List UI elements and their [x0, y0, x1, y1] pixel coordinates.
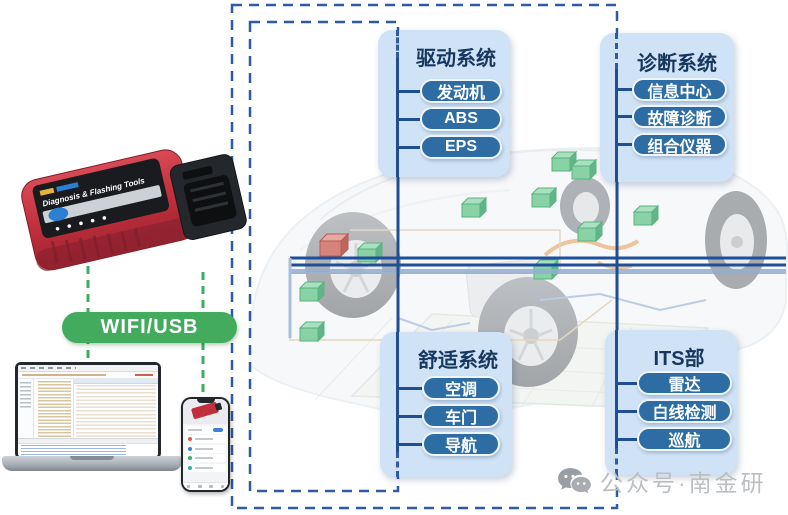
panel-trunk [615, 33, 618, 69]
subsystem-pill: 白线检测 [637, 399, 732, 423]
phone-bottom-nav [183, 482, 228, 490]
panel-diagnostic-system: 诊断系统 信息中心 故障诊断 组合仪器 [600, 33, 734, 182]
software-data-table [74, 379, 158, 438]
wheel-front-right [560, 177, 610, 235]
software-toolbar [18, 372, 158, 379]
branch-line [398, 443, 422, 446]
laptop-base [2, 456, 182, 471]
branch-line [617, 88, 632, 91]
panel-comfort-system: 舒适系统 空调 车门 导航 [380, 332, 512, 477]
phone-menu-row [185, 435, 226, 443]
phone-notch [196, 399, 215, 403]
ecu-node-icon [571, 159, 597, 180]
software-log-panel [18, 438, 158, 456]
panel-trunk [396, 58, 399, 177]
connect-button [213, 428, 223, 432]
panel-trunk [615, 69, 618, 182]
subsystem-pill: 空调 [422, 376, 500, 400]
software-tree-list [34, 379, 74, 438]
wechat-icon [558, 467, 591, 493]
branch-line [617, 410, 637, 413]
panel-title: 舒适系统 [418, 350, 498, 372]
branch-line [398, 146, 420, 149]
device-ribs [50, 227, 142, 264]
panel-drive-system: 驱动系统 发动机 ABS EPS [378, 30, 510, 177]
branch-line [398, 118, 420, 121]
ecu-node-icon [299, 321, 325, 342]
subsystem-pill: 组合仪器 [632, 133, 727, 156]
branch-line [398, 415, 422, 418]
smartphone [181, 397, 230, 492]
subsystem-pill: 信息中心 [632, 78, 727, 101]
panel-trunk [396, 452, 399, 477]
subsystem-pill: 巡航 [637, 427, 732, 451]
branch-line [617, 143, 632, 146]
panel-title: 驱动系统 [416, 48, 496, 70]
subsystem-pill: 导航 [422, 432, 500, 456]
subsystem-pill: 发动机 [420, 79, 502, 103]
device-label: Diagnosis & Flashing Tools [32, 158, 170, 238]
ecu-node-icon [461, 197, 487, 218]
wifi-usb-text: WIFI/USB [100, 316, 199, 338]
ecu-node-icon [633, 205, 659, 226]
panel-trunk [615, 448, 618, 475]
branch-line [398, 90, 420, 93]
subsystem-pill: EPS [420, 135, 502, 159]
branch-line [398, 387, 422, 390]
panel-title: ITS部 [653, 348, 705, 370]
wifi-usb-label: WIFI/USB [62, 312, 237, 343]
panel-trunk [615, 330, 618, 448]
software-left-panel [18, 379, 34, 438]
watermark: 公众号·南金研 [556, 464, 767, 498]
device-logo-dot [48, 207, 69, 221]
watermark-text: 公众号·南金研 [600, 470, 767, 496]
phone-connect-card [185, 425, 226, 434]
phone-menu-row [185, 463, 226, 472]
dtc-node-icon [319, 233, 349, 257]
branch-line [617, 382, 637, 385]
table-header [74, 379, 158, 384]
software-menubar [18, 365, 158, 372]
panel-its-dept: ITS部 雷达 白线检测 巡航 [605, 330, 737, 475]
obd-connector [169, 154, 247, 240]
subsystem-pill: 雷达 [637, 371, 732, 395]
table-rows [76, 385, 156, 437]
can-bus-lines [288, 256, 786, 338]
mini-obd-image [190, 401, 220, 420]
laptop [2, 356, 184, 486]
ecu-node-icon [577, 221, 603, 242]
ecu-node-icon [531, 187, 557, 208]
panel-title: 诊断系统 [637, 53, 717, 75]
panel-trunk [396, 332, 399, 452]
phone-device-photo [183, 399, 228, 424]
phone-app-screen [183, 399, 228, 490]
phone-menu-row [185, 454, 226, 462]
diagnostic-software-window [18, 365, 158, 456]
branch-line [617, 438, 637, 441]
device-led-dots [55, 216, 107, 231]
ecu-node-icon [299, 281, 325, 302]
panel-trunk [396, 30, 399, 58]
obd-dongle: Diagnosis & Flashing Tools [14, 126, 258, 302]
subsystem-pill: 车门 [422, 404, 500, 428]
wheel-rear-right [705, 191, 767, 289]
phone-menu-row [185, 444, 226, 453]
laptop-screen [15, 362, 161, 459]
subsystem-pill: 故障诊断 [632, 105, 727, 128]
subsystem-pill: ABS [420, 107, 502, 131]
branch-line [617, 115, 632, 118]
